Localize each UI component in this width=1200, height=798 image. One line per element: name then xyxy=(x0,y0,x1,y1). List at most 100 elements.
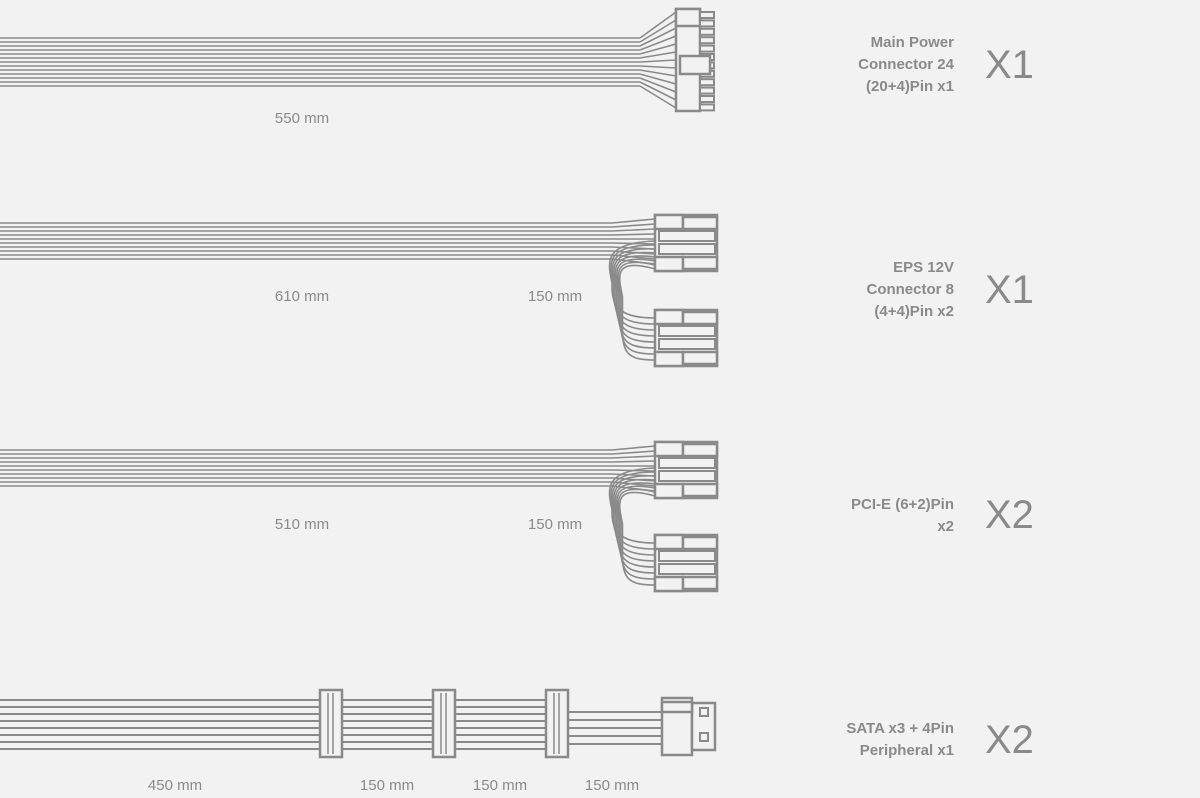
cable-description: EPS 12V Connector 8 (4+4)Pin x2 xyxy=(734,257,954,323)
wire xyxy=(610,244,656,325)
connector-part xyxy=(653,350,685,368)
connector-part xyxy=(658,550,716,562)
connector-part xyxy=(653,575,685,593)
wire xyxy=(639,77,677,93)
wire xyxy=(611,455,656,459)
wire xyxy=(618,491,656,586)
wire xyxy=(639,43,677,55)
length-label: 150 mm xyxy=(472,777,528,794)
wire xyxy=(639,27,677,47)
connector-part xyxy=(699,36,715,45)
connector-part xyxy=(653,440,685,458)
connector-part xyxy=(653,482,685,500)
connector-part xyxy=(658,470,716,482)
connector-part xyxy=(690,701,717,752)
connector-part xyxy=(681,215,719,231)
description-line: x2 xyxy=(937,518,954,535)
connector-part xyxy=(681,310,719,326)
wire xyxy=(611,445,656,451)
quantity-label: X1 xyxy=(985,268,1034,312)
wire xyxy=(618,264,656,361)
wire xyxy=(614,255,656,343)
connector-part xyxy=(699,44,715,53)
description-line: (4+4)Pin x2 xyxy=(874,303,954,320)
connector-part xyxy=(658,230,716,242)
quantity-label: X2 xyxy=(985,718,1034,762)
length-label: 450 mm xyxy=(147,777,203,794)
wire xyxy=(610,471,656,550)
connector-part xyxy=(544,688,570,759)
wire xyxy=(608,467,656,544)
description-line: (20+4)Pin x1 xyxy=(866,78,954,95)
connector-part xyxy=(699,103,715,112)
wire xyxy=(639,85,677,109)
connector-part xyxy=(681,255,719,271)
connector-part xyxy=(653,255,685,273)
wire xyxy=(616,258,656,349)
connector-part xyxy=(699,78,715,87)
connector-part xyxy=(653,533,685,551)
connector-part xyxy=(699,19,715,28)
wire xyxy=(639,69,677,77)
connector-part xyxy=(699,11,715,19)
connector-part xyxy=(681,442,719,458)
length-label: 610 mm xyxy=(274,288,330,305)
connector-part xyxy=(699,95,715,103)
length-label: 550 mm xyxy=(274,110,330,127)
wire xyxy=(611,218,656,224)
wire xyxy=(614,482,656,568)
description-line: SATA x3 + 4Pin xyxy=(846,720,954,737)
wire xyxy=(611,450,656,455)
wire xyxy=(611,475,656,556)
wire xyxy=(611,233,656,236)
wire xyxy=(616,485,656,574)
connector-part xyxy=(678,54,712,76)
connector-part xyxy=(681,482,719,498)
connector-part xyxy=(658,325,716,337)
description-line: Main Power xyxy=(870,34,954,51)
wire xyxy=(639,81,677,101)
wire xyxy=(639,11,677,39)
description-line: EPS 12V xyxy=(893,259,954,276)
wire xyxy=(639,19,677,43)
wire xyxy=(639,51,677,59)
description-line: Connector 24 xyxy=(858,56,954,73)
wire xyxy=(639,35,677,51)
quantity-label: X1 xyxy=(985,43,1034,87)
connector-part xyxy=(681,350,719,366)
connector-part xyxy=(658,457,716,469)
cable-description: PCI-E (6+2)Pin x2 xyxy=(734,494,954,538)
wire xyxy=(639,65,677,69)
length-label: 510 mm xyxy=(274,516,330,533)
wire xyxy=(611,223,656,228)
quantity-label: X2 xyxy=(985,493,1034,537)
wire xyxy=(639,73,677,85)
wire xyxy=(617,488,656,580)
wire xyxy=(613,251,656,337)
length-label: 150 mm xyxy=(527,516,583,533)
wire xyxy=(608,240,656,319)
connector-part xyxy=(674,7,702,28)
wire xyxy=(611,248,656,331)
connector-part xyxy=(658,338,716,350)
connector-part xyxy=(699,86,715,95)
connector-part xyxy=(699,732,709,742)
connector-part xyxy=(699,27,715,36)
description-line: Peripheral x1 xyxy=(859,742,954,759)
connector-part xyxy=(653,213,685,231)
connector-part xyxy=(658,563,716,575)
cable-description: Main Power Connector 24 (20+4)Pin x1 xyxy=(734,32,954,98)
connector-part xyxy=(660,700,694,714)
connector-part xyxy=(699,707,709,717)
description-line: PCI-E (6+2)Pin xyxy=(851,496,954,513)
cable-description: SATA x3 + 4Pin Peripheral x1 xyxy=(734,718,954,762)
connector-part xyxy=(318,688,344,759)
description-line: Connector 8 xyxy=(866,281,954,298)
connector-part xyxy=(658,243,716,255)
connector-part xyxy=(653,308,685,326)
wire xyxy=(611,460,656,463)
length-label: 150 mm xyxy=(527,288,583,305)
connector-part xyxy=(681,575,719,591)
